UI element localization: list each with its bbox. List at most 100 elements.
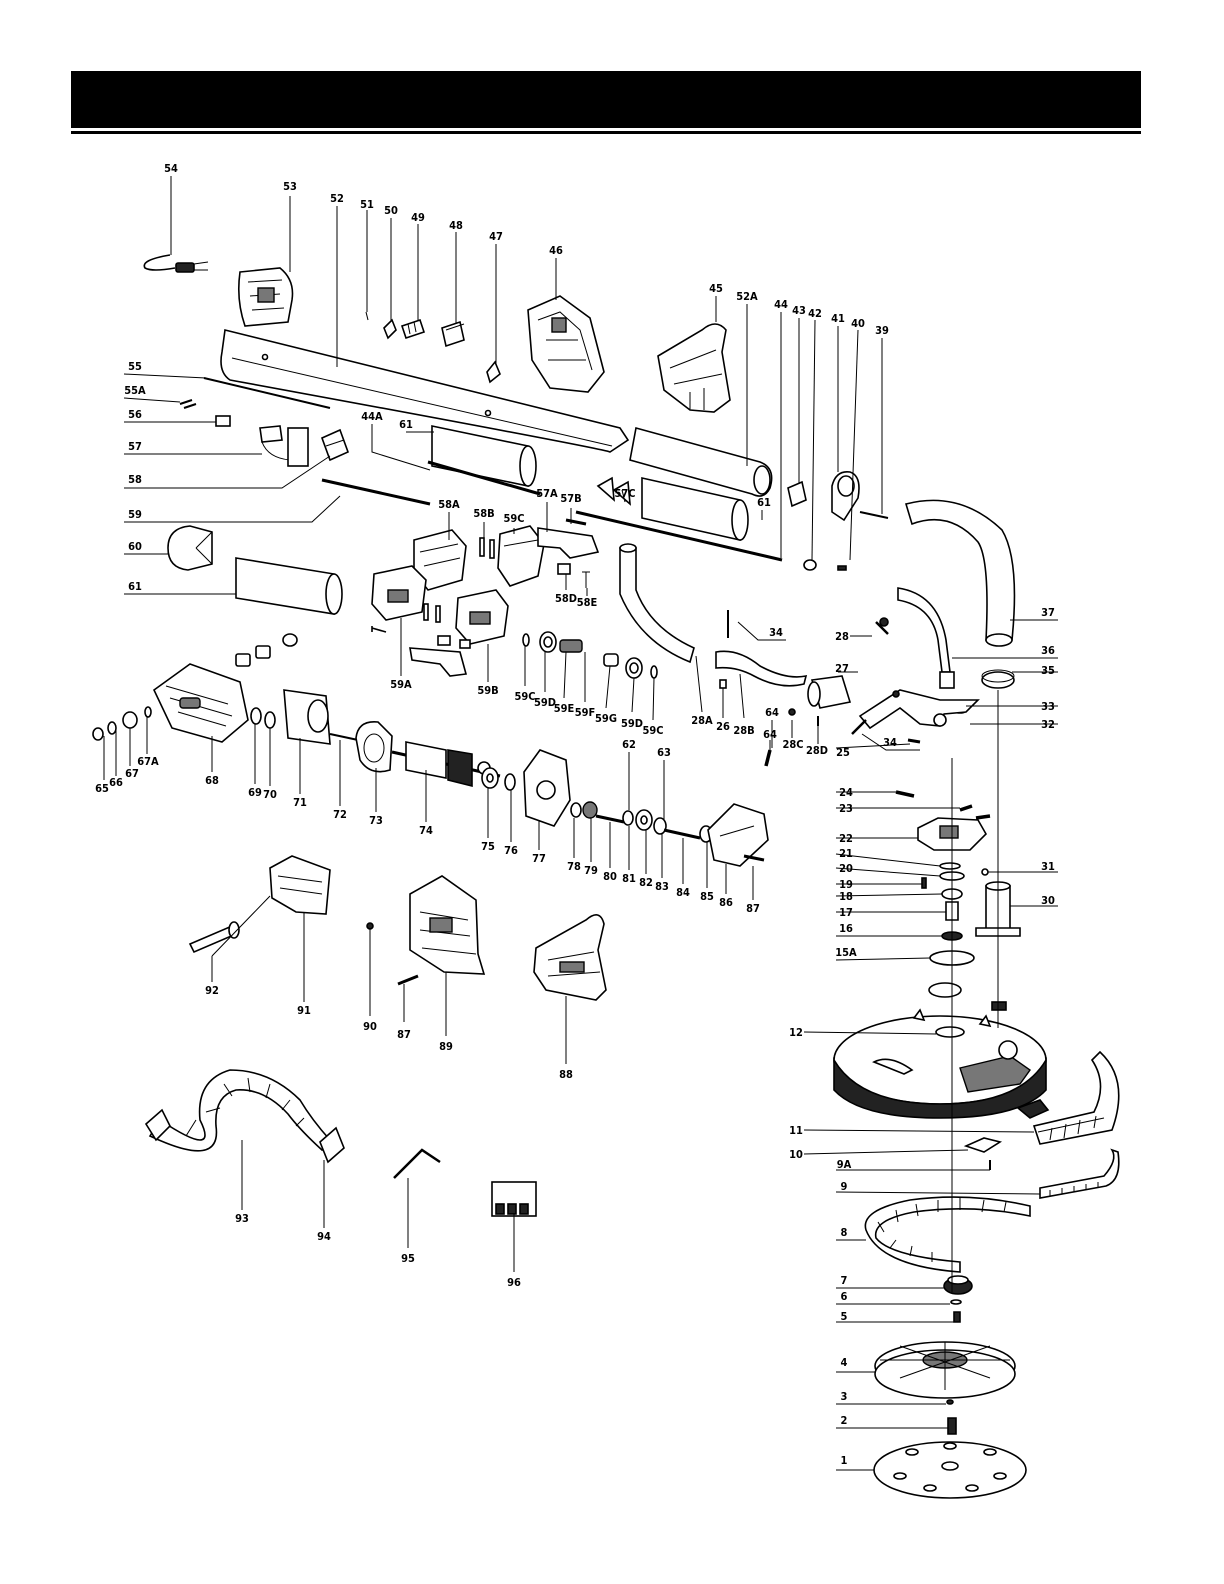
part-49-bracket — [400, 318, 426, 340]
part-78-bearing — [570, 802, 582, 818]
label-52: 52 — [330, 192, 344, 205]
part-56-block — [215, 415, 231, 427]
part-19-key — [921, 877, 927, 889]
label-59B: 59B — [477, 684, 498, 697]
label-23: 23 — [839, 802, 853, 815]
label-63: 63 — [657, 746, 671, 759]
label-18: 18 — [839, 890, 853, 903]
label-85: 85 — [700, 890, 714, 903]
label-1: 1 — [841, 1454, 848, 1467]
label-59D-b: 59D — [621, 717, 643, 730]
label-15A: 15A — [835, 946, 857, 959]
part-brush-caps — [235, 633, 298, 667]
part-21-washer — [939, 862, 961, 870]
label-86: 86 — [719, 896, 733, 909]
part-73-baffle — [355, 721, 393, 773]
part-91-bracket — [269, 855, 331, 915]
part-55A-clips — [179, 399, 197, 409]
label-3: 3 — [841, 1390, 848, 1403]
part-5-screw — [953, 1311, 961, 1323]
part-58E-screw — [582, 571, 590, 588]
label-58D: 58D — [555, 592, 577, 605]
part-57A-lever — [537, 527, 600, 559]
label-62: 62 — [622, 738, 636, 751]
part-67-nut — [122, 711, 138, 729]
part-4-backing-pad — [874, 1341, 1016, 1399]
part-59B-housing — [455, 589, 509, 645]
part-44-rod — [575, 510, 783, 562]
part-25-screw — [907, 738, 921, 744]
label-67A: 67A — [137, 755, 159, 768]
label-75: 75 — [481, 840, 495, 853]
part-41-clamp — [831, 470, 860, 522]
label-64-b: 64 — [763, 728, 777, 741]
label-34-upper: 34 — [769, 626, 783, 639]
part-65-washer — [92, 727, 104, 741]
label-55: 55 — [128, 360, 142, 373]
part-81-ring — [622, 810, 634, 826]
part-28B-hose-end — [715, 650, 808, 687]
part-58-blocks — [437, 635, 471, 649]
part-75-bearing — [481, 767, 499, 789]
part-28-screw — [875, 617, 889, 635]
label-90: 90 — [363, 1020, 377, 1033]
label-44A: 44A — [361, 410, 383, 423]
part-61-tube-left — [235, 557, 343, 615]
part-58-lower-pins — [423, 603, 441, 623]
label-83: 83 — [655, 880, 669, 893]
label-59C-lower: 59C — [514, 690, 535, 703]
label-74: 74 — [419, 824, 433, 837]
part-57B-spring — [565, 518, 587, 526]
label-67: 67 — [125, 767, 139, 780]
label-9A: 9A — [837, 1158, 852, 1171]
label-59C-b: 59C — [642, 724, 663, 737]
title-band — [71, 71, 1141, 128]
label-35: 35 — [1041, 664, 1055, 677]
label-44: 44 — [774, 298, 788, 311]
label-57B: 57B — [560, 492, 581, 505]
label-87-lower: 87 — [397, 1028, 411, 1041]
part-28A-pipe — [619, 543, 695, 664]
part-96-brush-set — [491, 1181, 537, 1217]
label-48: 48 — [449, 219, 463, 232]
label-57C: 57C — [614, 487, 635, 500]
label-28C: 28C — [782, 738, 803, 751]
label-37: 37 — [1041, 606, 1055, 619]
label-5: 5 — [841, 1310, 848, 1323]
label-33: 33 — [1041, 700, 1055, 713]
label-58B: 58B — [473, 507, 494, 520]
label-78: 78 — [567, 860, 581, 873]
callout-labels: 54 53 52 51 50 49 48 47 46 45 52A 44 43 … — [95, 162, 1055, 1467]
part-2-screw — [947, 1417, 957, 1435]
label-32: 32 — [1041, 718, 1055, 731]
part-92-pin — [188, 921, 240, 954]
label-61-right: 61 — [757, 496, 771, 509]
part-11-skirt-segment — [1016, 1050, 1120, 1145]
part-84-shaft — [663, 828, 701, 840]
label-65: 65 — [95, 782, 109, 795]
part-39-screw — [859, 511, 889, 519]
label-66: 66 — [109, 776, 123, 789]
part-6-washer — [950, 1299, 962, 1305]
part-55-wire — [203, 377, 331, 409]
label-57: 57 — [128, 440, 142, 453]
label-55A: 55A — [124, 384, 146, 397]
part-61-tube-right — [641, 477, 749, 541]
label-11: 11 — [789, 1124, 803, 1137]
label-87: 87 — [746, 902, 760, 915]
part-8-brush-ring — [864, 1196, 1031, 1273]
label-79: 79 — [584, 864, 598, 877]
label-52A: 52A — [736, 290, 758, 303]
label-12: 12 — [789, 1026, 803, 1039]
part-58-knob — [320, 428, 350, 462]
part-28C-screw — [788, 708, 796, 716]
label-68: 68 — [205, 774, 219, 787]
part-50-clip — [383, 318, 397, 340]
part-58D-block — [557, 563, 571, 575]
part-59C-housing — [497, 525, 545, 587]
part-26-nut — [719, 679, 727, 689]
part-67A-washer — [144, 706, 152, 718]
label-24: 24 — [839, 786, 853, 799]
part-87-screw — [743, 854, 765, 862]
